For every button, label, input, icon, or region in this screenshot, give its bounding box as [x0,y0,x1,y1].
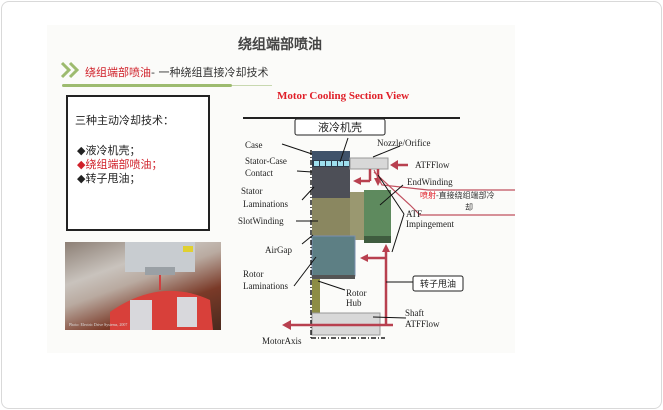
stator-block [312,167,350,198]
subtitle-highlight: 绕组端部喷油 [85,66,151,79]
underline-bar [62,84,232,87]
spray-callout-text: -直接绕组端部冷 [436,190,495,200]
label-atf-impingement: ATF [406,209,422,219]
list-item: ◆转子甩油； [77,172,141,185]
list-item: ◆液冷机壳； [77,144,141,157]
label-case: Case [245,140,263,150]
box-heading: 三种主动冷却技术： [75,114,174,127]
rotor-oil-label: 转子甩油 [420,278,456,289]
label-rotor: Rotor [243,269,264,279]
photo-caption: Photo: Electric Drive Systems, 2007 [69,322,127,328]
label-air-gap: AirGap [265,245,292,255]
spray-callout-red: 喷射 [420,190,436,200]
case-block [312,151,350,161]
end-winding-block [364,190,391,243]
rotor-hub-block [312,279,320,313]
label-stator-case-2: Contact [245,168,273,178]
label-end-winding: EndWinding [407,177,453,187]
flow-arrows [282,160,408,330]
list-item: ◆绕组端部喷油； [77,158,163,171]
label-shaft: Shaft [405,308,424,318]
spray-callout [373,169,515,216]
housing-label: 液冷机壳 [318,120,362,134]
subtitle-rest: - 一种绕组直接冷却技术 [151,66,269,79]
rotor-block [311,235,356,277]
diagram-title: Motor Cooling Section View [277,90,409,102]
label-atf-impingement-2: Impingement [406,219,454,229]
rotor-oil-label-box [412,275,464,292]
label-stator-2: Laminations [243,199,288,209]
label-stator-case: Stator-Case [245,156,287,166]
spray-photo: Photo: Electric Drive Systems, 2007 [65,242,221,330]
spray-callout-text2: 却 [465,202,473,212]
nozzle-block [349,157,389,170]
label-hub-2: Hub [346,298,362,308]
underline-fade [232,85,272,86]
label-motor-axis: MotorAxis [262,336,302,346]
label-stator: Stator [241,186,263,196]
label-slot-winding: SlotWinding [238,216,284,226]
label-atf-flow: ATFFlow [415,160,450,170]
label-nozzle: Nozzle/Orifice [377,138,430,148]
chevron-icon [60,61,80,79]
section-subtitle: 绕组端部喷油- 一种绕组直接冷却技术 [85,64,268,80]
label-shaft-2: ATFFlow [405,319,440,329]
label-rotor-2: Laminations [243,281,288,291]
cooling-methods-box: 三种主动冷却技术： ◆液冷机壳； ◆绕组端部喷油； ◆转子甩油； [66,95,210,231]
label-hub: Rotor [346,288,367,298]
housing-label-box [294,118,386,136]
page-title: 绕组端部喷油 [238,37,322,53]
leader-lines [281,137,413,319]
